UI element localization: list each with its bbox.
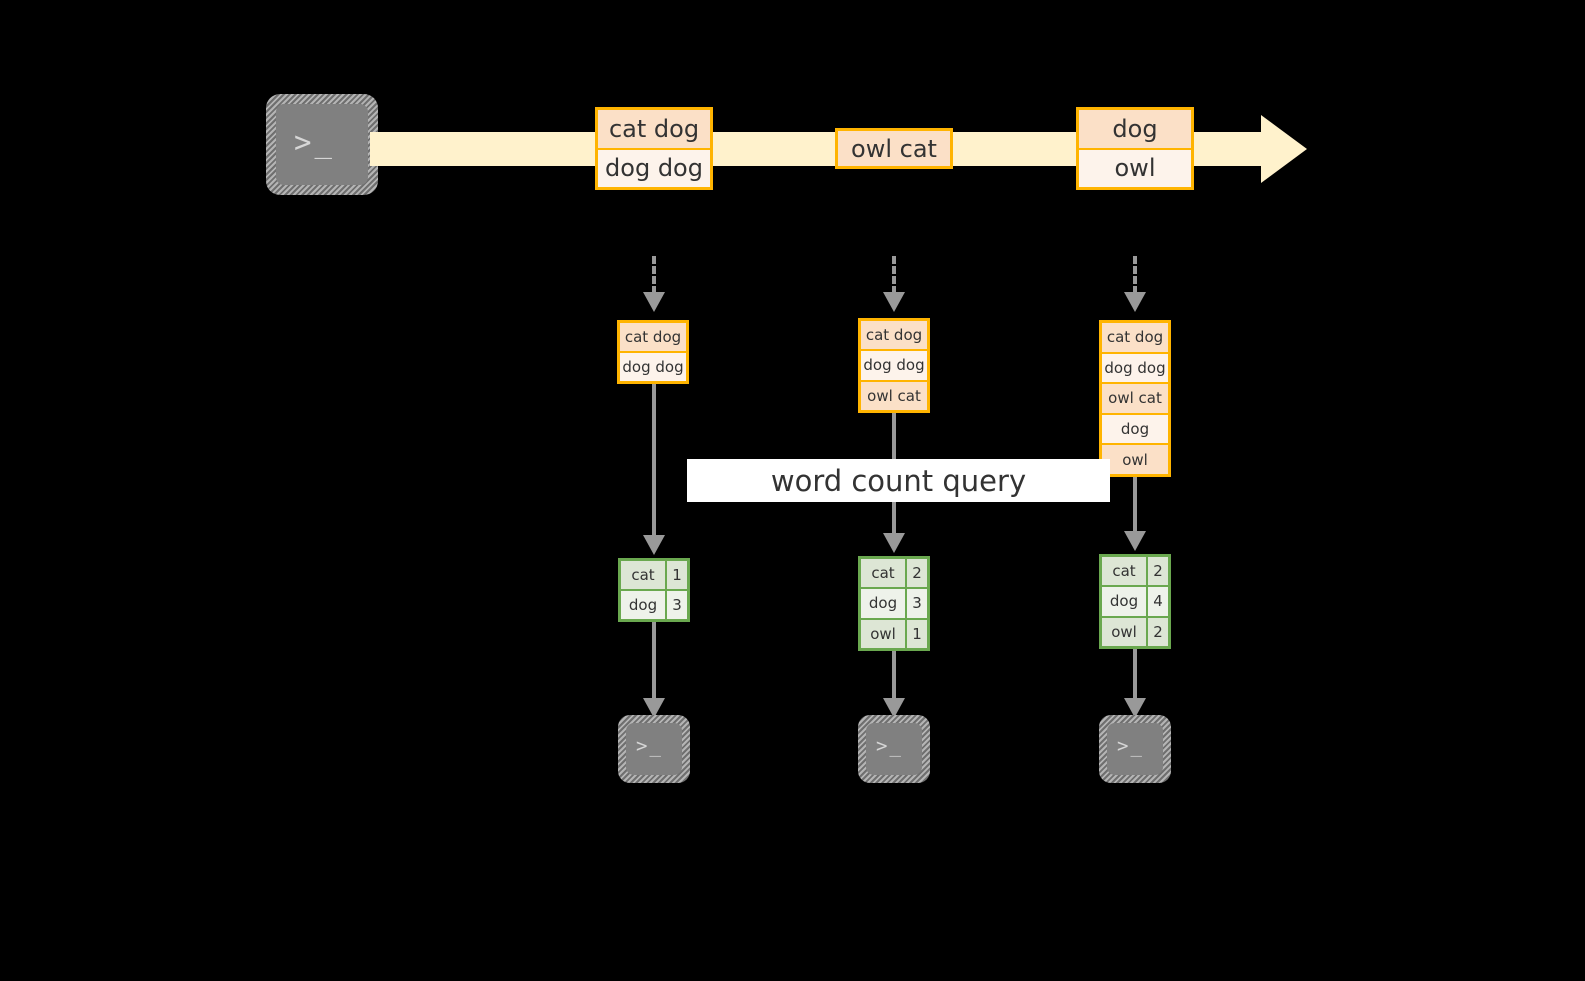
terminal-prompt-glyph: >_ (294, 125, 335, 159)
stream-to-snapshot-arrowhead (1124, 292, 1146, 312)
stream-record-group-2: owl cat (835, 128, 953, 169)
snapshot-row: cat dog (620, 323, 686, 351)
snapshot-box-column-1: cat dog dog dog (617, 320, 689, 384)
result-word: dog (628, 596, 658, 614)
stream-to-snapshot-arrowhead (643, 292, 665, 312)
result-count: 3 (905, 589, 927, 618)
table-row: dog 4 (1102, 585, 1168, 616)
table-row: dog 3 (621, 589, 687, 619)
snapshot-row: dog dog (861, 349, 927, 380)
terminal-screen (276, 104, 368, 185)
source-terminal-icon: >_ (266, 94, 378, 195)
result-count: 1 (905, 619, 927, 648)
snapshot-box-column-3: cat dog dog dog owl cat dog owl (1099, 320, 1171, 477)
result-to-sink-arrowhead (1124, 698, 1146, 718)
result-word: owl (870, 624, 896, 643)
stream-record-row: cat dog (598, 110, 710, 148)
snapshot-row: owl cat (861, 379, 927, 410)
terminal-screen (866, 723, 922, 775)
stream-record-row: dog dog (598, 147, 710, 187)
result-to-sink-connector (892, 651, 896, 700)
stream-record-group-1: cat dog dog dog (595, 107, 713, 190)
event-stream-arrowhead (1261, 115, 1307, 183)
terminal-prompt-glyph: >_ (876, 735, 903, 757)
result-count: 4 (1146, 587, 1168, 616)
result-table-column-1: cat 1 dog 3 (618, 558, 690, 622)
sink-terminal-icon-column-3: >_ (1099, 715, 1171, 783)
stream-record-row: dog (1079, 110, 1191, 148)
result-count: 2 (1146, 617, 1168, 646)
result-count: 2 (1146, 557, 1168, 586)
snapshot-row: dog dog (620, 351, 686, 381)
stream-to-snapshot-connector (1133, 256, 1137, 294)
stream-to-snapshot-connector (652, 256, 656, 294)
table-row: cat 2 (1102, 557, 1168, 586)
table-row: owl 1 (861, 617, 927, 648)
stream-to-snapshot-arrowhead (883, 292, 905, 312)
terminal-screen (1107, 723, 1163, 775)
result-to-sink-arrowhead (883, 698, 905, 718)
sink-terminal-icon-column-1: >_ (618, 715, 690, 783)
snapshot-row: owl (1102, 443, 1168, 474)
stream-to-snapshot-connector (892, 256, 896, 294)
table-row: cat 1 (621, 561, 687, 589)
result-word: dog (868, 594, 898, 613)
result-table-column-2: cat 2 dog 3 owl 1 (858, 556, 930, 651)
result-word: dog (1109, 592, 1139, 611)
snapshot-to-result-arrowhead (1124, 531, 1146, 551)
table-row: dog 3 (861, 587, 927, 618)
result-word: owl (1111, 622, 1137, 641)
result-count: 2 (905, 559, 927, 588)
snapshot-box-column-2: cat dog dog dog owl cat (858, 318, 930, 413)
result-word: cat (871, 564, 895, 583)
snapshot-to-result-arrowhead (643, 535, 665, 555)
snapshot-to-result-connector (1133, 477, 1137, 533)
snapshot-row: cat dog (1102, 323, 1168, 352)
table-row: cat 2 (861, 559, 927, 588)
stream-record-row: owl cat (838, 131, 950, 166)
result-count: 3 (665, 591, 687, 619)
snapshot-row: dog dog (1102, 351, 1168, 383)
terminal-screen (626, 723, 682, 775)
terminal-prompt-glyph: >_ (636, 735, 663, 757)
snapshot-row: dog (1102, 412, 1168, 444)
result-table-column-3: cat 2 dog 4 owl 2 (1099, 554, 1171, 649)
result-word: cat (1112, 562, 1136, 581)
result-to-sink-connector (1133, 649, 1137, 700)
result-to-sink-arrowhead (643, 698, 665, 718)
sink-terminal-icon-column-2: >_ (858, 715, 930, 783)
result-to-sink-connector (652, 622, 656, 700)
terminal-prompt-glyph: >_ (1117, 735, 1144, 757)
stream-record-group-3: dog owl (1076, 107, 1194, 190)
stream-record-row: owl (1079, 147, 1191, 187)
snapshot-to-result-arrowhead (883, 533, 905, 553)
table-row: owl 2 (1102, 615, 1168, 646)
result-count: 1 (665, 561, 687, 589)
query-label: word count query (687, 459, 1110, 502)
snapshot-row: owl cat (1102, 382, 1168, 413)
result-word: cat (631, 566, 655, 584)
snapshot-row: cat dog (861, 321, 927, 350)
snapshot-to-result-connector (652, 384, 656, 536)
